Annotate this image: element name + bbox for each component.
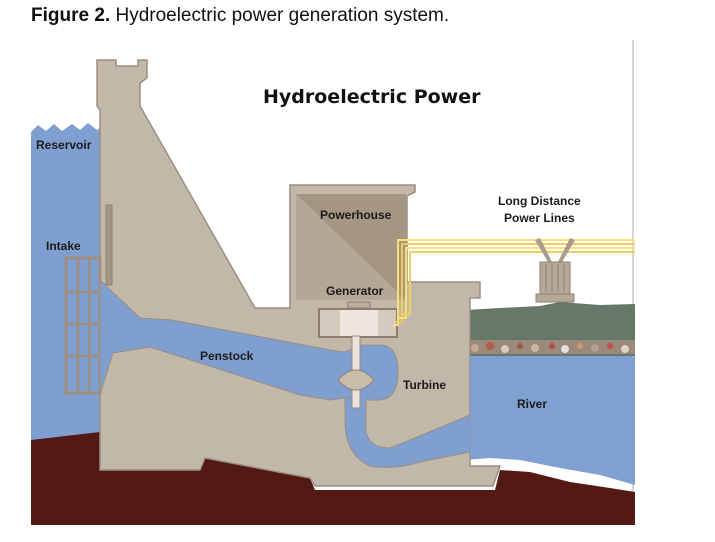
riverbank-rocks	[465, 340, 635, 354]
power-lines	[393, 239, 635, 326]
figure-caption-text: Hydroelectric power generation system.	[110, 5, 450, 26]
bedrock	[31, 432, 635, 525]
label-powerhouse: Powerhouse	[320, 208, 392, 222]
label-turbine: Turbine	[403, 378, 446, 392]
label-penstock: Penstock	[200, 349, 254, 363]
figure-label: Figure 2.	[31, 5, 111, 26]
gate-slot	[105, 204, 113, 286]
label-intake: Intake	[46, 239, 81, 253]
label-power-lines-1: Long Distance	[498, 194, 581, 208]
generator	[318, 301, 398, 338]
powerhouse-shading	[296, 194, 406, 300]
label-river: River	[517, 397, 547, 411]
figure-caption: Figure 2. Hydroelectric power generation…	[31, 5, 449, 27]
diagram-title: Hydroelectric Power	[263, 86, 481, 108]
river-water	[465, 355, 635, 485]
label-generator: Generator	[326, 284, 384, 298]
turbine-runner	[337, 369, 375, 391]
tailrace	[470, 356, 480, 456]
draft-tube	[344, 344, 471, 468]
intake-grate	[64, 256, 102, 395]
label-reservoir: Reservoir	[36, 138, 92, 152]
label-power-lines-2: Power Lines	[504, 211, 575, 225]
transformer	[535, 238, 575, 303]
